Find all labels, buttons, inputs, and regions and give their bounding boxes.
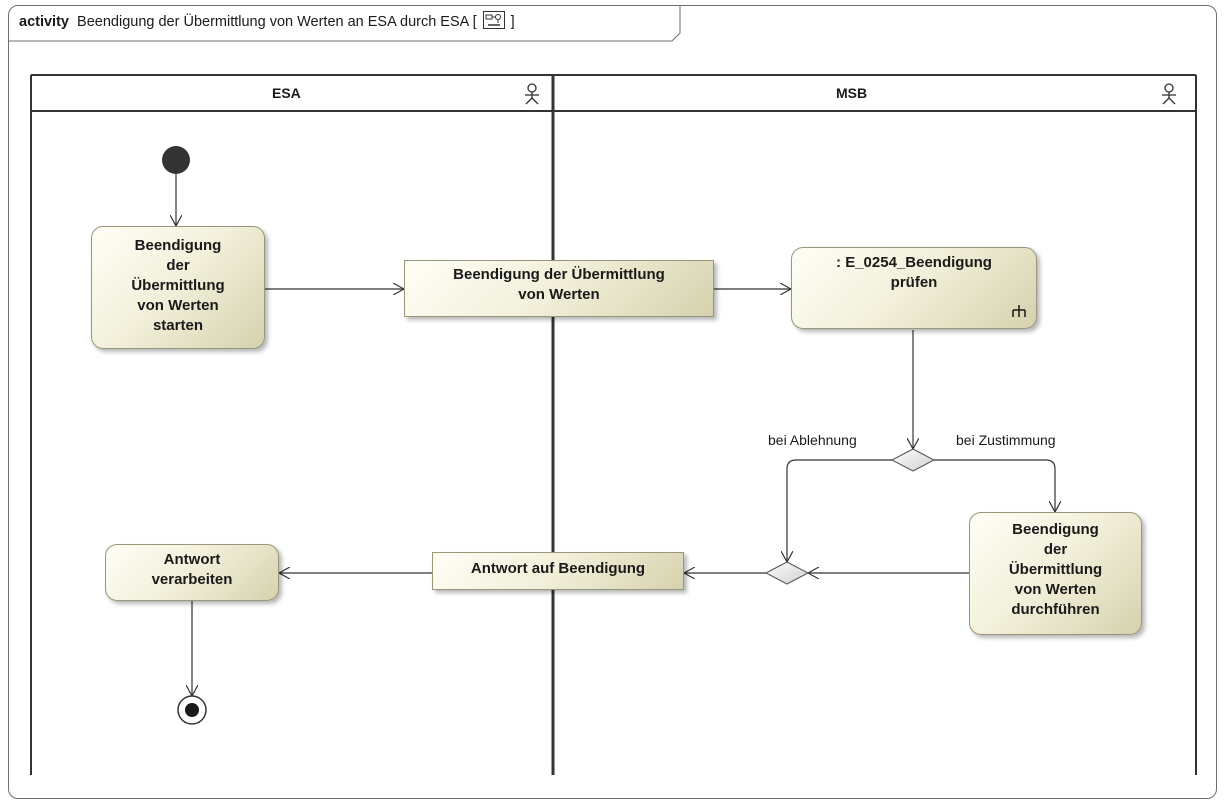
object-answer[interactable]: Antwort auf Beendigung xyxy=(432,552,684,590)
activity-diagram-icon xyxy=(482,11,505,33)
action-label-line: Beendigung xyxy=(134,237,222,254)
diagram-name: Beendigung der Übermittlung von Werten a… xyxy=(77,14,469,30)
action-label-line: prüfen xyxy=(890,273,938,291)
action-label-line: durchführen xyxy=(1011,600,1100,618)
lane-label-esa: ESA xyxy=(272,85,301,101)
action-label-line: verarbeiten xyxy=(151,570,233,588)
activity-frame xyxy=(8,5,1217,799)
object-label-line: von Werten xyxy=(518,285,600,303)
object-termination-request[interactable]: Beendigung der Übermittlung von Werten xyxy=(404,260,714,317)
action-label-line: : E_0254_Beendigung xyxy=(836,254,992,271)
action-label-line: Übermittlung xyxy=(131,276,225,294)
actor-icon xyxy=(1162,83,1176,105)
guard-reject: bei Ablehnung xyxy=(768,432,857,448)
action-execute-termination[interactable]: Beendigung der Übermittlung von Werten d… xyxy=(969,512,1142,635)
diagram-kind: activity xyxy=(19,14,69,30)
action-label-line: Übermittlung xyxy=(1008,560,1103,578)
action-label-line: der xyxy=(1043,540,1068,558)
initial-node xyxy=(162,146,190,174)
action-start-termination[interactable]: Beendigung der Übermittlung von Werten s… xyxy=(91,226,265,349)
action-label-line: starten xyxy=(152,316,203,334)
lane-label-msb: MSB xyxy=(836,85,868,101)
action-label-line: Antwort xyxy=(163,551,221,568)
guard-accept: bei Zustimmung xyxy=(956,432,1056,448)
bracket-close: ] xyxy=(510,14,515,30)
action-label-line: der xyxy=(166,256,190,274)
merge-node xyxy=(764,561,810,585)
action-label-line: von Werten xyxy=(137,296,219,314)
diagram-title: activity Beendigung der Übermittlung von… xyxy=(19,11,515,33)
call-behavior-icon xyxy=(1012,305,1026,317)
final-node xyxy=(177,695,207,725)
object-label-line: Beendigung der Übermittlung xyxy=(453,266,665,283)
action-label-line: Beendigung xyxy=(1012,521,1099,538)
object-label-line: Antwort auf Beendigung xyxy=(470,560,646,577)
action-label-line: von Werten xyxy=(1014,580,1097,598)
action-check-termination-call[interactable]: : E_0254_Beendigung prüfen xyxy=(791,247,1037,329)
bracket-open: [ xyxy=(472,14,477,30)
action-process-answer[interactable]: Antwort verarbeiten xyxy=(105,544,279,601)
decision-node xyxy=(890,448,936,472)
actor-icon xyxy=(525,83,539,105)
